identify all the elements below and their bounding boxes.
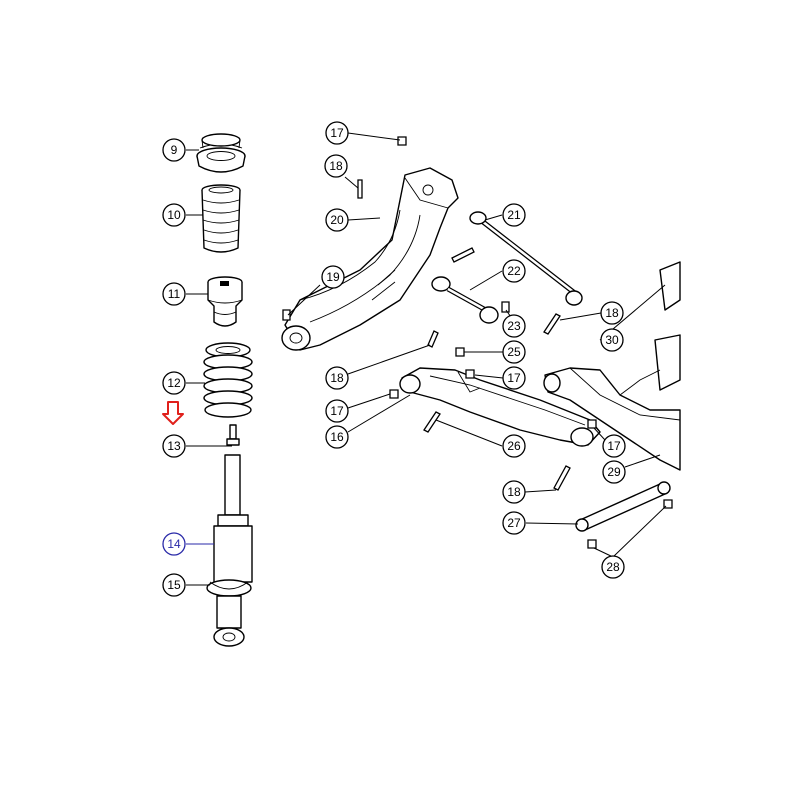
svg-text:27: 27 — [507, 516, 521, 530]
svg-text:15: 15 — [167, 578, 181, 592]
callout-17-left: 17 — [325, 399, 349, 423]
callout-29: 29 — [602, 460, 626, 484]
bolt-18-mid — [427, 330, 439, 348]
svg-text:22: 22 — [507, 264, 521, 278]
indicator-arrow-icon — [162, 401, 184, 425]
lower-control-arm — [399, 367, 601, 447]
svg-text:14: 14 — [167, 537, 181, 551]
leader-lines — [186, 132, 667, 586]
callout-28: 28 — [601, 555, 625, 579]
callout-20: 20 — [325, 208, 349, 232]
svg-text:12: 12 — [167, 376, 181, 390]
svg-text:13: 13 — [167, 439, 181, 453]
callout-15: 15 — [162, 573, 186, 597]
strut-rod — [575, 481, 673, 549]
callout-23: 23 — [502, 314, 526, 338]
svg-text:10: 10 — [167, 208, 181, 222]
callout-22: 22 — [502, 259, 526, 283]
callout-9: 9 — [162, 138, 186, 162]
nut-17-top — [397, 136, 407, 146]
bolt-26 — [423, 411, 441, 433]
toe-link — [431, 276, 510, 324]
svg-text:17: 17 — [330, 126, 344, 140]
coil-spring — [203, 342, 253, 418]
callout-17-right: 17 — [602, 434, 626, 458]
dust-boot — [201, 184, 241, 253]
nut-25 — [455, 347, 465, 357]
crossmember — [543, 261, 681, 471]
svg-text:16: 16 — [330, 430, 344, 444]
trailing-arm — [281, 167, 459, 351]
callout-11: 11 — [162, 282, 186, 306]
nut-17-right — [587, 419, 597, 429]
bolt-18-right — [543, 313, 561, 335]
svg-text:18: 18 — [329, 159, 343, 173]
callout-13: 13 — [162, 434, 186, 458]
lateral-link — [469, 211, 583, 306]
callout-27: 27 — [502, 511, 526, 535]
svg-text:19: 19 — [326, 270, 340, 284]
bolt-18-top — [357, 179, 363, 199]
callout-10: 10 — [162, 203, 186, 227]
callout-18-top: 18 — [324, 154, 348, 178]
svg-text:21: 21 — [507, 208, 521, 222]
svg-text:17: 17 — [330, 404, 344, 418]
svg-text:11: 11 — [168, 287, 181, 301]
callout-18-mid: 18 — [325, 366, 349, 390]
svg-text:9: 9 — [171, 143, 178, 157]
svg-text:30: 30 — [605, 333, 619, 347]
upper-spring-seat — [196, 133, 246, 173]
svg-text:26: 26 — [507, 439, 521, 453]
callout-30: 30 — [600, 328, 624, 352]
svg-text:17: 17 — [607, 439, 621, 453]
svg-text:20: 20 — [330, 213, 344, 227]
svg-text:18: 18 — [605, 306, 619, 320]
nut-17-left — [389, 389, 399, 399]
callout-21: 21 — [502, 203, 526, 227]
svg-text:28: 28 — [606, 560, 620, 574]
callout-17-mid: 17 — [502, 366, 526, 390]
bolt-19 — [282, 309, 291, 321]
callout-18-bottom: 18 — [502, 480, 526, 504]
bolt-18-bottom — [553, 465, 571, 491]
callout-14: 14 — [162, 532, 186, 556]
jounce-bumper — [207, 276, 243, 327]
callout-18-right-top: 18 — [600, 301, 624, 325]
svg-text:18: 18 — [507, 485, 521, 499]
svg-text:23: 23 — [507, 319, 521, 333]
svg-text:29: 29 — [607, 465, 621, 479]
callout-19: 19 — [321, 265, 345, 289]
callout-17-top: 17 — [325, 121, 349, 145]
shock-absorber — [206, 424, 253, 647]
svg-text:17: 17 — [507, 371, 521, 385]
callout-26: 26 — [502, 434, 526, 458]
svg-text:25: 25 — [507, 345, 521, 359]
svg-text:18: 18 — [330, 371, 344, 385]
callout-12: 12 — [162, 371, 186, 395]
bolt-near-22 — [451, 247, 475, 263]
callout-16: 16 — [325, 425, 349, 449]
callout-25: 25 — [502, 340, 526, 364]
